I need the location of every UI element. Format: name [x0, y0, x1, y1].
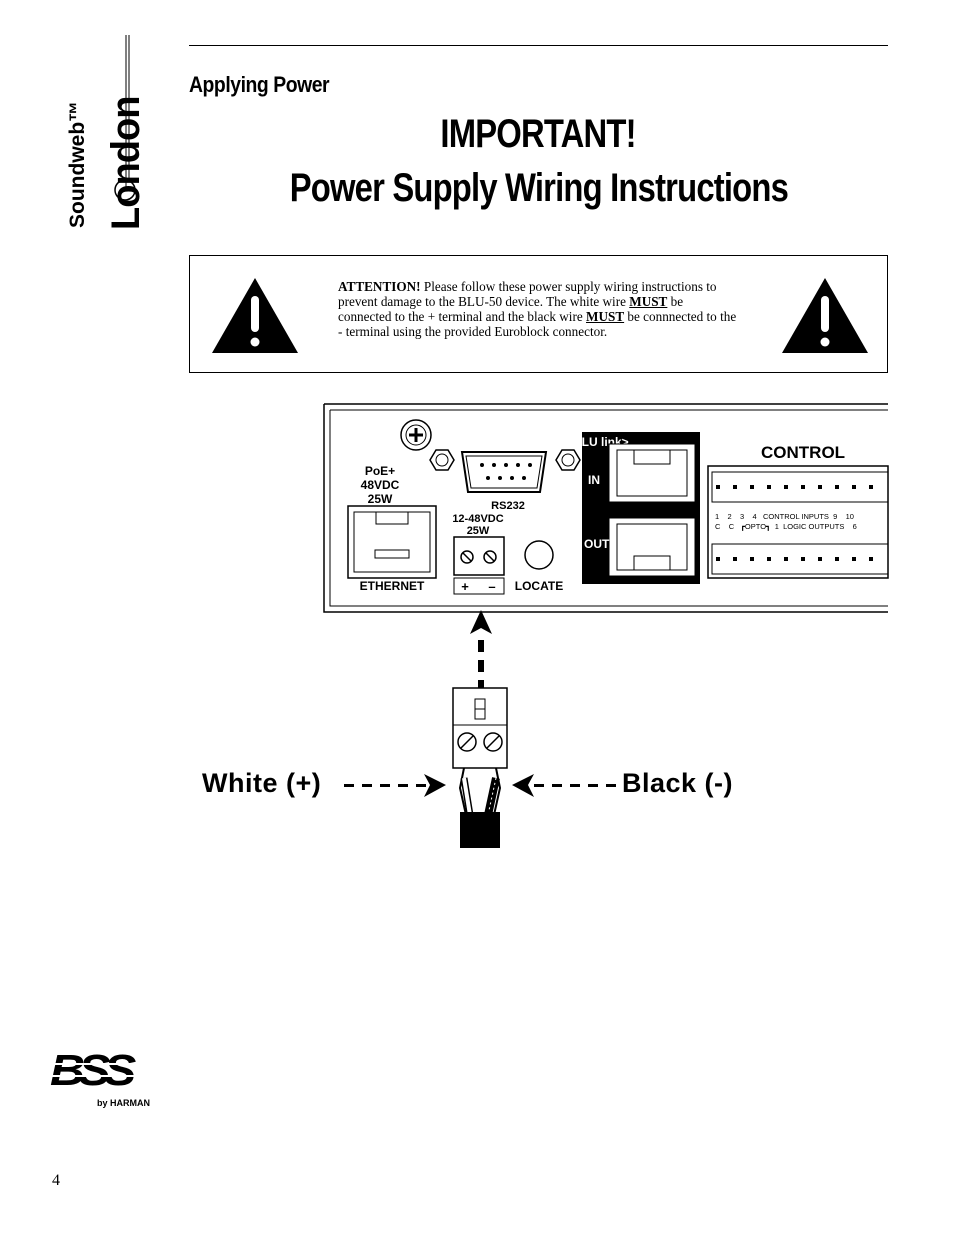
poe-label: PoE+: [365, 464, 395, 478]
minus-label: –: [488, 579, 495, 594]
page-title-line2: Power Supply Wiring Instructions: [289, 166, 788, 210]
section-title: Applying Power: [189, 72, 330, 97]
in-label: IN: [588, 473, 600, 487]
locate-button: [524, 540, 554, 570]
attention-lead: ATTENTION!: [338, 279, 421, 294]
attention-text-1: Please follow these power supply wiring …: [338, 279, 717, 309]
white-wire-label: White (+): [202, 768, 322, 798]
out-label: OUT: [584, 537, 610, 551]
by-harman-text: by HARMAN: [97, 1098, 150, 1108]
dc-voltage: 12-48VDC: [452, 513, 503, 525]
arrow-right-icon: [344, 774, 446, 797]
ethernet-port: [347, 505, 437, 579]
control-block: [707, 465, 889, 579]
poe-watts: 25W: [368, 492, 393, 506]
soundweb-london-logo: [114, 35, 136, 201]
brand-soundweb: Soundweb™: [66, 100, 89, 228]
black-wire-label: Black (-): [622, 768, 734, 798]
attention-text: ATTENTION! Please follow these power sup…: [338, 279, 738, 339]
bss-harman-logo: BSS by HARMAN: [50, 1045, 154, 1108]
control-pins: [716, 485, 873, 561]
device-rear-panel: PoE+ 48VDC 25W ETHERNET RS232 12-48VDC 2…: [323, 403, 889, 613]
dc-watts: 25W: [467, 525, 490, 537]
arrow-left-icon: [512, 774, 616, 797]
poe-voltage: 48VDC: [361, 478, 400, 492]
screw-icon: [400, 419, 432, 451]
rs232-label: RS232: [491, 500, 525, 512]
control-label: CONTROL: [761, 443, 845, 462]
brand-london: London: [104, 96, 148, 230]
euroblock-plug: [452, 687, 508, 769]
rs232-port: [460, 451, 548, 493]
header-rule: [189, 45, 888, 46]
logic-outputs-row: C C ┏OPTO┓ 1 LOGIC OUTPUTS 6: [715, 522, 857, 531]
attention-text-3: be connnected to the - terminal using th…: [338, 309, 737, 339]
warning-icon-left: [212, 278, 298, 353]
euroblock-connector-diagram: [452, 610, 508, 848]
page-title-line1: IMPORTANT!: [440, 112, 637, 156]
warning-icon-right: [782, 278, 868, 353]
locate-label: LOCATE: [515, 579, 563, 593]
attention-must-1: MUST: [629, 294, 668, 309]
ethernet-label: ETHERNET: [360, 579, 425, 593]
control-inputs-row: 1 2 3 4 CONTROL INPUTS 9 10: [715, 512, 854, 521]
cable-jacket: [460, 812, 500, 848]
page-number: 4: [52, 1172, 60, 1189]
plus-label: +: [461, 579, 469, 594]
attention-must-2: MUST: [586, 309, 625, 324]
bss-logo-mark: BSS: [50, 1045, 136, 1094]
attention-box: ATTENTION! Please follow these power sup…: [189, 255, 888, 373]
arrow-up-icon: [470, 610, 492, 634]
attention-text-2: be connected to the + terminal and the b…: [338, 294, 684, 324]
